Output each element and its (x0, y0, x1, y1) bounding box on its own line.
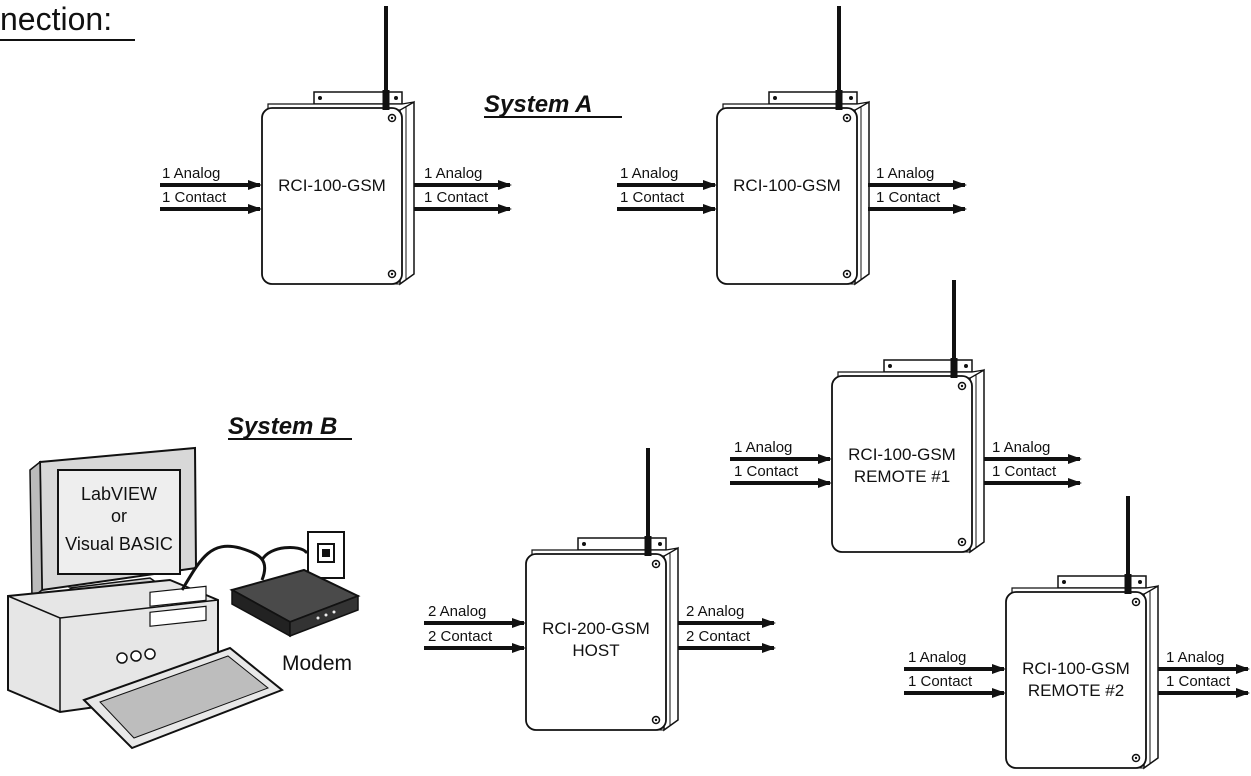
input-label-contact: 1 Contact (908, 673, 973, 690)
system-a-unit-1: RCI-100-GSM (261, 6, 415, 285)
host-inputs: 2 Analog 2 Contact (424, 603, 526, 653)
output-label-contact: 1 Contact (992, 463, 1057, 480)
output-label-analog: 1 Analog (992, 439, 1050, 456)
modem-label: Modem (282, 652, 352, 675)
screen-line-3: Visual BASIC (65, 534, 173, 554)
remote-2-inputs: 1 Analog 1 Contact (904, 649, 1006, 698)
remote-2-unit: RCI-100-GSM REMOTE #2 (1005, 496, 1159, 769)
output-label-analog: 1 Analog (876, 165, 934, 182)
input-label-analog: 1 Analog (620, 165, 678, 182)
input-label-contact: 1 Contact (734, 463, 799, 480)
output-label-contact: 1 Contact (424, 189, 489, 206)
host-label-line-2: HOST (572, 641, 619, 660)
input-label-contact: 1 Contact (620, 189, 685, 206)
input-label-contact: 1 Contact (162, 189, 227, 206)
computer-icon: LabVIEW or Visual BASIC (7, 446, 284, 750)
remote-1-outputs: 1 Analog 1 Contact (984, 439, 1082, 488)
wall-jack-icon (307, 531, 345, 579)
screen-line-2: or (111, 506, 127, 526)
system-a-unit-2: RCI-100-GSM (716, 6, 870, 285)
phone-line (260, 546, 318, 561)
input-label-analog: 1 Analog (734, 439, 792, 456)
system-a-unit-2-outputs: 1 Analog 1 Contact (868, 165, 967, 214)
output-label-analog: 1 Analog (1166, 649, 1224, 666)
input-label-contact: 2 Contact (428, 628, 493, 645)
remote-1-label-line-1: RCI-100-GSM (848, 445, 956, 464)
remote-2-label-line-1: RCI-100-GSM (1022, 659, 1130, 678)
remote-2-outputs: 1 Analog 1 Contact (1158, 649, 1250, 698)
monitor-screen (57, 469, 181, 575)
system-a-unit-1-outputs: 1 Analog 1 Contact (414, 165, 512, 214)
output-label-analog: 2 Analog (686, 603, 744, 620)
unit-label: RCI-100-GSM (278, 176, 386, 195)
cable (180, 544, 267, 591)
remote-2-label-line-2: REMOTE #2 (1028, 681, 1124, 700)
remote-1-unit: RCI-100-GSM REMOTE #1 (831, 280, 985, 553)
input-label-analog: 1 Analog (908, 649, 966, 666)
unit-label: RCI-100-GSM (733, 176, 841, 195)
input-label-analog: 1 Analog (162, 165, 220, 182)
screen-line-1: LabVIEW (81, 484, 157, 504)
output-label-contact: 2 Contact (686, 628, 751, 645)
output-label-contact: 1 Contact (876, 189, 941, 206)
system-a-unit-1-inputs: 1 Analog 1 Contact (160, 165, 262, 214)
host-unit: RCI-200-GSM HOST (525, 448, 679, 731)
host-outputs: 2 Analog 2 Contact (678, 603, 776, 653)
input-label-analog: 2 Analog (428, 603, 486, 620)
header-fragment: nection: (0, 1, 112, 37)
system-a-title: System A (484, 91, 593, 118)
system-a-unit-2-inputs: 1 Analog 1 Contact (617, 165, 717, 214)
system-b-title: System B (228, 413, 337, 440)
modem-icon (229, 568, 361, 638)
output-label-analog: 1 Analog (424, 165, 482, 182)
host-label-line-1: RCI-200-GSM (542, 619, 650, 638)
remote-1-label-line-2: REMOTE #1 (854, 467, 950, 486)
remote-1-inputs: 1 Analog 1 Contact (730, 439, 832, 488)
output-label-contact: 1 Contact (1166, 673, 1231, 690)
